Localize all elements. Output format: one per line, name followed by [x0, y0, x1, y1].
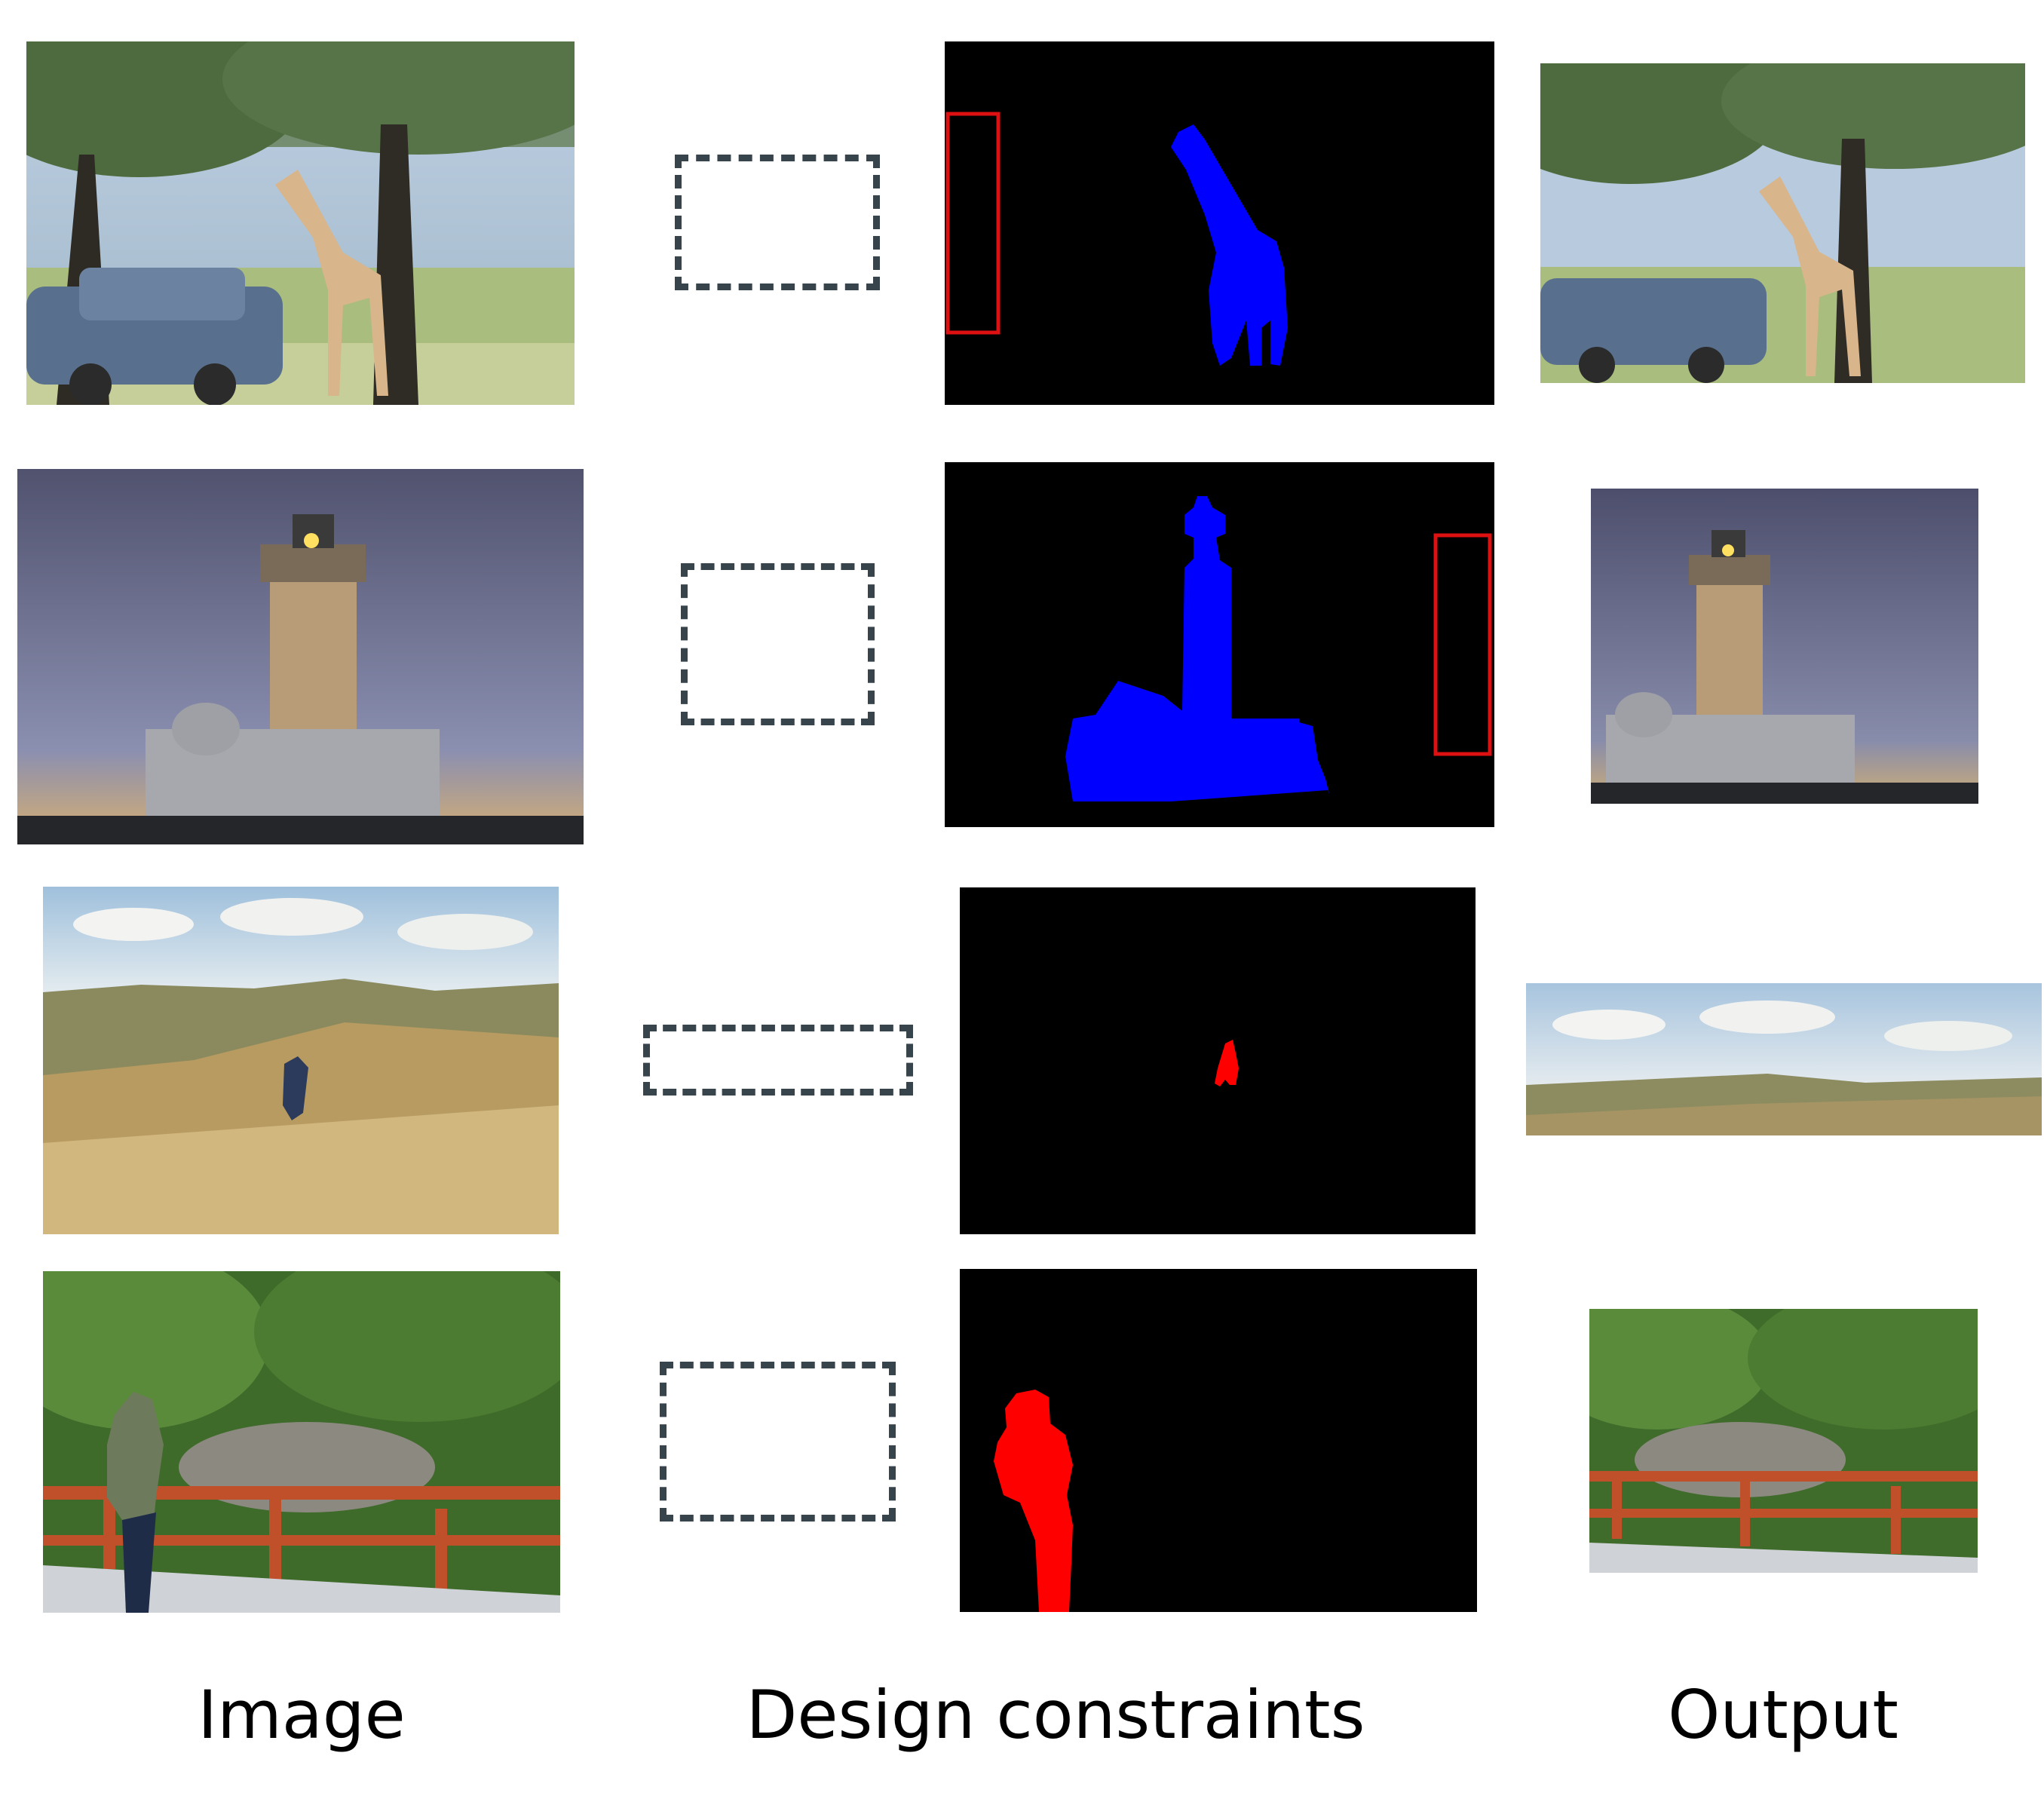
row4-aspect-ratio-box	[660, 1362, 896, 1522]
row1-constraint-mask	[945, 41, 1494, 405]
row3-input-image	[43, 887, 559, 1234]
row4-constraint-mask	[960, 1269, 1477, 1612]
column-label-image: Image	[198, 1676, 406, 1754]
column-label-output: Output	[1668, 1676, 1898, 1754]
row1-aspect-ratio-box	[675, 155, 880, 290]
row3-aspect-ratio-box	[643, 1025, 913, 1096]
row3-constraint-mask	[960, 887, 1476, 1234]
row3-output-image	[1526, 983, 2042, 1135]
row2-input-image	[17, 469, 584, 844]
row4-input-image	[43, 1271, 560, 1613]
row2-constraint-mask	[945, 462, 1494, 827]
column-label-design-constraints: Design constraints	[746, 1676, 1365, 1754]
row4-output-image	[1589, 1309, 1978, 1573]
row2-aspect-ratio-box	[681, 563, 875, 725]
row1-input-image	[26, 41, 575, 405]
row2-output-image	[1591, 489, 1978, 804]
row1-output-image	[1540, 63, 2025, 383]
